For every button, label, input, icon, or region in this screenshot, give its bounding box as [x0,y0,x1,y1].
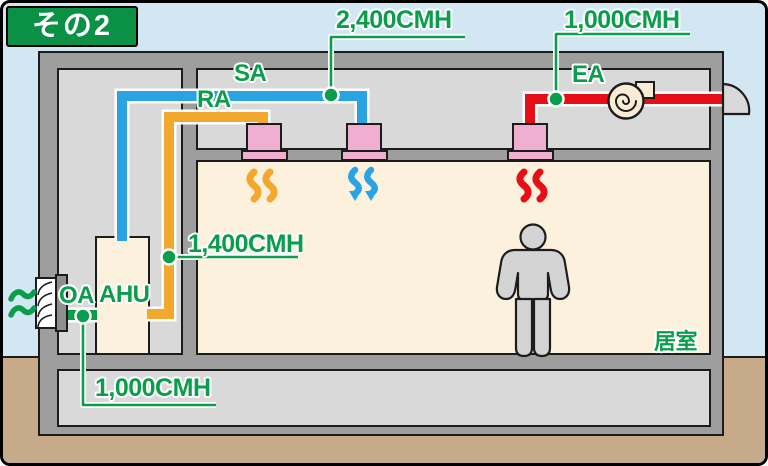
sa-duct-label: SA [234,60,267,87]
diffuser-ea-flange [507,150,554,161]
diffuser-ea [512,123,548,153]
cool-supply-airflow-icon [348,166,378,201]
diffuser-sa [346,123,382,153]
oa-flow-label: 1,000CMH [95,374,211,402]
sa-flow-label: 2,400CMH [336,6,452,34]
outside-air-waves-icon [8,289,37,318]
ahu-unit [95,236,150,355]
exhaust-airflow-icon [516,168,548,203]
title-badge: その2 [6,6,138,47]
diffuser-ra-flange [241,150,288,161]
diffuser-ra [246,123,282,153]
diffuser-sa-flange [341,150,388,161]
sa-duct [114,88,370,241]
warm-airflow-icon [246,168,278,203]
ea-duct [522,91,722,129]
basement [57,369,711,427]
exhaust-hood-icon [721,82,751,116]
room-label: 居室 [654,329,698,354]
ea-duct-label: EA [572,61,605,88]
ra-duct [147,109,271,322]
ea-flow-label: 1,000CMH [564,6,680,34]
oa-duct-label: OA [59,282,95,309]
outside-air-louver-icon [35,274,68,332]
occupant-icon [495,223,571,358]
measure-dots [74,86,565,325]
ra-flow-label: 1,400CMH [188,230,304,258]
diagram-overlay [8,31,751,408]
exhaust-fan-icon [607,81,655,120]
ahu-label: AHU [99,281,150,308]
leader-lines [80,31,690,408]
ra-duct-label: RA [197,86,231,113]
